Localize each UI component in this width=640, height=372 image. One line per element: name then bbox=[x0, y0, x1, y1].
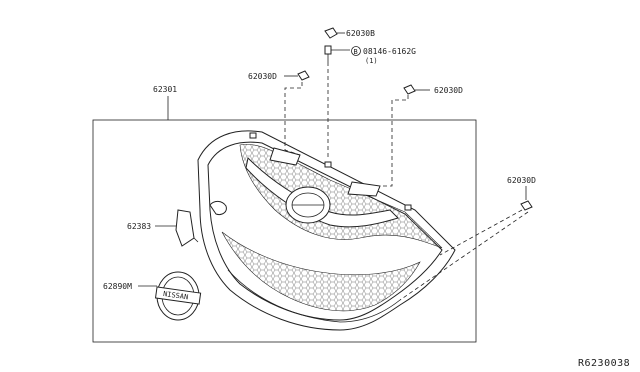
reference-code: R6230038 bbox=[578, 358, 630, 369]
dash-right bbox=[380, 95, 409, 187]
cover-62383 bbox=[175, 209, 199, 247]
bolt-08146 bbox=[324, 45, 350, 62]
front-grille bbox=[197, 130, 456, 331]
label-08146-qty: (1) bbox=[365, 57, 378, 65]
clip-62030B bbox=[324, 27, 345, 39]
label-62890M: 62890M bbox=[103, 282, 132, 291]
label-62030D-far-right: 62030D bbox=[507, 176, 536, 185]
bolt-marker-circle bbox=[351, 46, 361, 56]
assembly-box bbox=[92, 119, 477, 343]
emblem-text: NISSAN bbox=[163, 290, 189, 301]
clip-62030D-right bbox=[403, 84, 416, 95]
label-08146: 08146-6162G bbox=[363, 47, 416, 56]
clip-62030D-far-right bbox=[520, 200, 533, 211]
label-62030D-left: 62030D bbox=[248, 72, 277, 81]
lower-mesh bbox=[221, 231, 421, 312]
bolt-marker-label: B bbox=[354, 48, 358, 56]
bracket-left bbox=[269, 147, 301, 166]
clip-62030D-left bbox=[297, 70, 310, 81]
label-62030D-right: 62030D bbox=[434, 86, 463, 95]
dash-left bbox=[284, 82, 303, 156]
dash-far-right-1 bbox=[439, 209, 523, 256]
dash-far-right-2 bbox=[399, 211, 529, 301]
label-62383: 62383 bbox=[127, 222, 151, 231]
bracket-right bbox=[347, 181, 381, 197]
label-62301: 62301 bbox=[153, 85, 177, 94]
label-62030B: 62030B bbox=[346, 29, 375, 38]
emblem-62890M: NISSAN bbox=[154, 271, 202, 321]
